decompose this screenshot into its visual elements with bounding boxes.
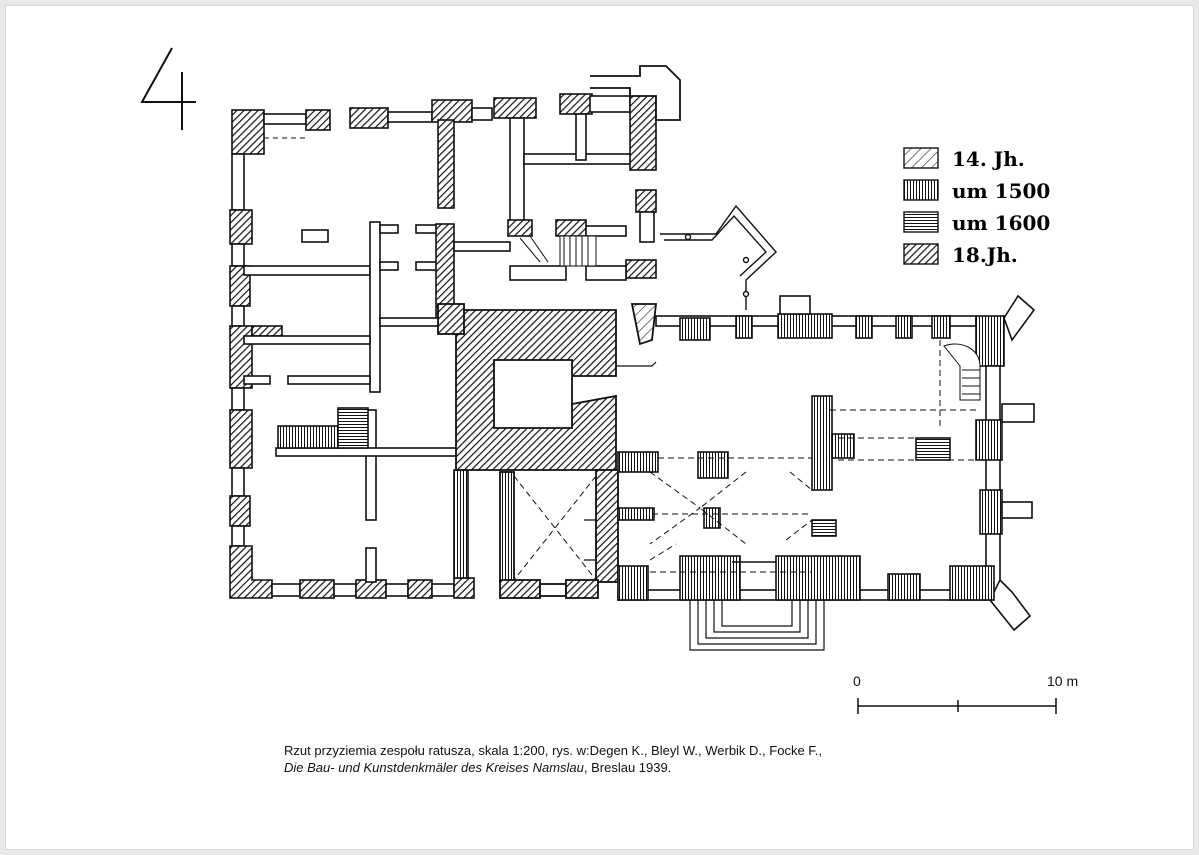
north-corridor [660,204,777,310]
legend-item-um1600: um 1600 [903,211,1050,235]
scale-end-label: 10 m [1047,673,1078,689]
east-hall [617,294,1036,651]
central-tower [437,303,658,599]
caption: Rzut przyziemia zespołu ratusza, skala 1… [284,742,822,776]
legend-label: um 1500 [952,179,1050,203]
legend-label: 14. Jh. [952,147,1025,171]
central-north-block [453,65,681,281]
legend: 14. Jh. um 1500 um 1600 18.Jh. [903,147,1050,267]
scale-bar: 0 10 m [853,673,1078,714]
west-wing [229,97,537,599]
legend-item-um1500: um 1500 [903,179,1050,203]
caption-book-title: Die Bau- und Kunstdenkmäler des Kreises … [284,760,584,775]
floor-plan-drawing: 4 [140,47,1078,714]
document-sheet: 4 [6,6,1193,849]
page-number-glyph [140,47,196,130]
caption-publication: , Breslau 1939. [583,760,672,775]
legend-label: 18.Jh. [952,243,1018,267]
legend-label: um 1600 [952,211,1050,235]
caption-line-2: Die Bau- und Kunstdenkmäler des Kreises … [284,759,822,776]
scale-start-label: 0 [853,673,861,689]
legend-item-18jh: 18.Jh. [903,243,1018,267]
legend-item-14jh: 14. Jh. [903,147,1025,171]
caption-line-1: Rzut przyziemia zespołu ratusza, skala 1… [284,743,823,758]
